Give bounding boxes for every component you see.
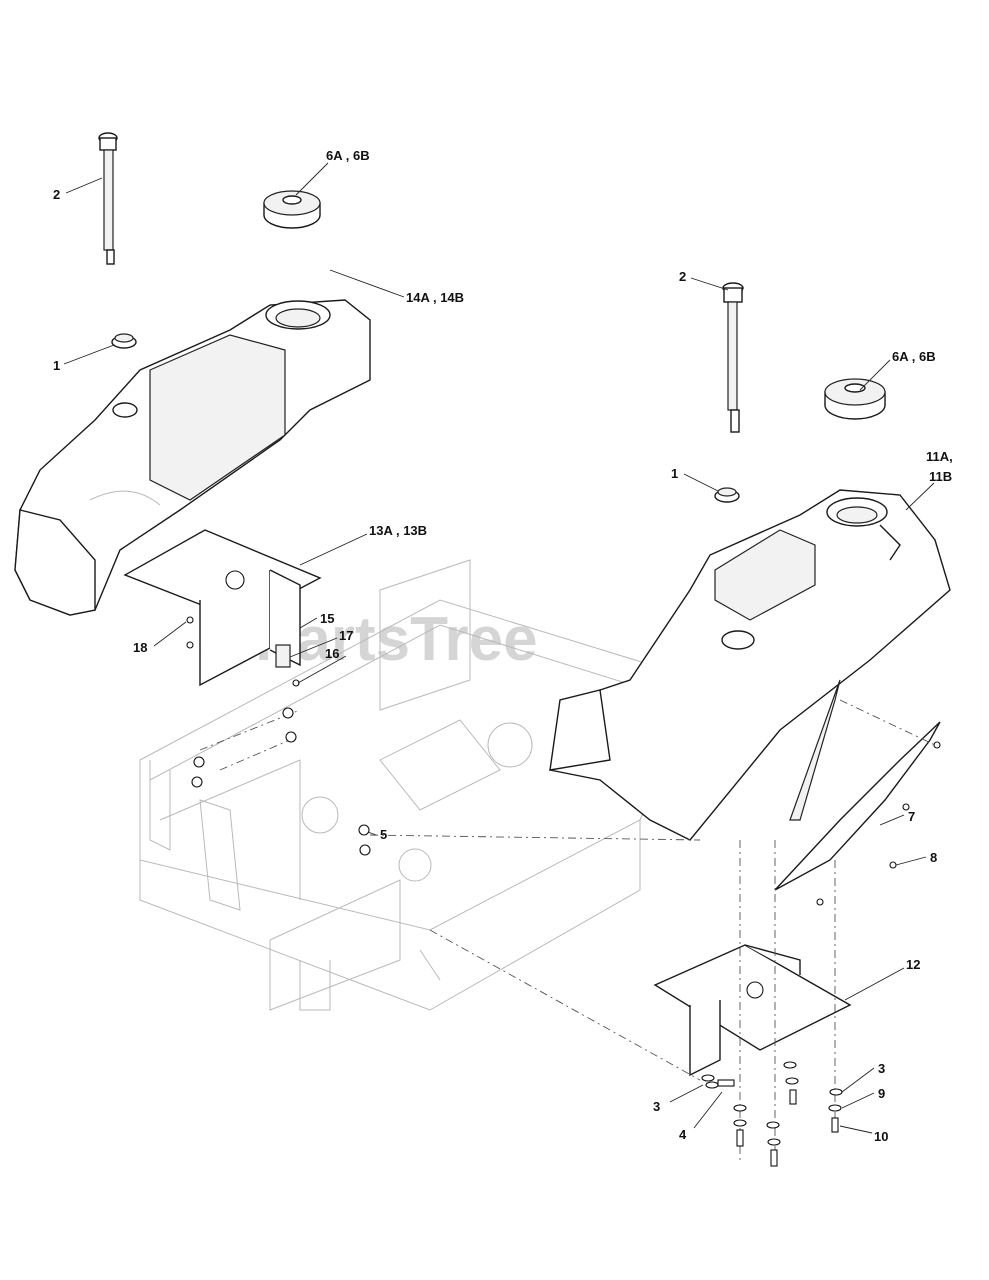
right-fuel-cap [824,378,886,420]
right-dipstick [722,282,744,433]
callout-7: 7 [908,809,915,824]
callout-2-left: 2 [53,187,60,202]
callout-3-right: 3 [878,1061,885,1076]
callout-14ab: 14A , 14B [406,290,464,305]
callout-9: 9 [878,1086,885,1101]
right-fuel-tank [549,489,951,841]
callout-11ab-line2: 11B [929,469,952,484]
callout-6ab-right: 6A , 6B [892,349,936,364]
left-bracket-plate [123,529,322,687]
callout-16: 16 [325,646,339,661]
callout-2-right: 2 [679,269,686,284]
side-panel [774,679,941,891]
callout-6ab-left: 6A , 6B [326,148,370,163]
left-dipstick [98,132,118,265]
callout-1-left: 1 [53,358,60,373]
callout-18: 18 [133,640,147,655]
callout-17: 17 [339,628,353,643]
callout-1-right: 1 [671,466,678,481]
left-fuel-cap [263,190,321,229]
callout-4: 4 [679,1127,687,1142]
left-grommet [111,333,137,349]
hardware [186,616,941,1167]
right-grommet [714,487,740,503]
callout-15: 15 [320,611,334,626]
callout-10: 10 [874,1129,888,1144]
callout-3-left: 3 [653,1099,660,1114]
alignment-lines [199,699,936,1160]
support-plate [653,944,852,1077]
leader-lines [63,162,935,1134]
callout-11ab-line1: 11A, [926,449,953,464]
chassis-frame [139,559,701,1011]
callout-13ab: 13A , 13B [369,523,427,538]
callout-5: 5 [380,827,387,842]
left-fuel-tank [14,299,371,616]
callout-12: 12 [906,957,920,972]
watermark-text: PartsTree [255,605,538,674]
callout-labels: 2 6A , 6B 1 14A , 14B 2 6A , 6B 1 11A, 1… [53,148,953,1144]
callout-8: 8 [930,850,937,865]
